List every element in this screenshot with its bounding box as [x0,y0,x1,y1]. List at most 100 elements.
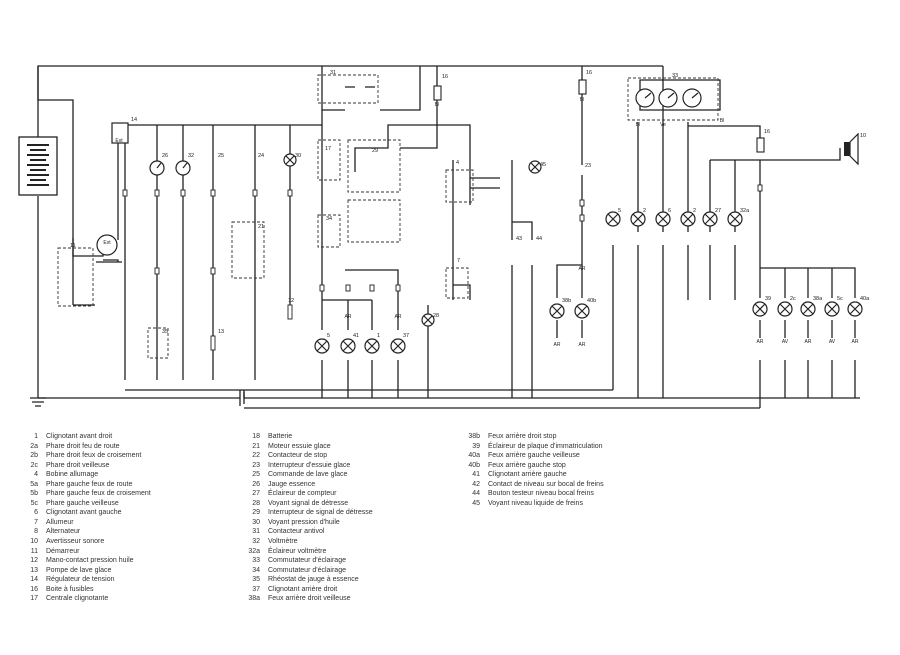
legend-item-number: 5b [30,490,38,498]
legend-item-number: 2a [30,442,38,450]
label-28: 28 [433,313,439,319]
legend-item-number: 5a [30,480,38,488]
lamp-1 [364,338,380,354]
label-30: 30 [295,153,301,159]
label-16b: 16 [586,70,592,76]
legend-item: 26 Jauge essence [242,480,457,490]
label-13: 13 [218,329,224,335]
label-r5c: 5c [837,296,843,302]
legend-item-number: 14 [30,576,38,584]
legend-item-number: 27 [252,490,260,498]
legend-item-text: Commande de lave glace [268,471,348,479]
label-lamp-1: 1 [377,333,380,339]
lamp-37 [390,338,406,354]
legend-item-text: Voyant niveau liquide de freins [488,499,583,507]
legend-item-text: Contacteur antivol [268,528,325,536]
lamp-h32a [727,211,743,227]
legend-item: 16 Boite à fusibles [20,585,235,595]
wire-code-bl4: Bl [720,118,724,124]
label-31: 31 [330,70,336,76]
legend-item-text: Boite à fusibles [46,585,94,593]
legend-item-text: Jauge essence [268,480,316,488]
wire-code-bl3: Bl [636,122,640,128]
lamp-h2a [630,211,646,227]
label-h32a: 32a [740,208,750,214]
legend-item-number: 33 [252,557,260,565]
label-lamp-5: 5 [327,333,330,339]
legend-item-text: Rhéostat de jauge à essence [268,576,359,584]
connectors [122,184,763,351]
wiring-diagram: 31 16 16 33 16 10 14 26 32 25 24 30 17 2… [18,65,870,409]
label-lamp-40b: 40b [587,298,596,304]
legend-item-number: 38b [468,433,480,440]
label-h2a: 2 [643,208,646,214]
legend-item-number: 12 [30,557,38,565]
legend-item-text: Phare droit veilleuse [46,461,110,469]
lamp-40b [574,303,590,319]
legend-item-text: Interrupteur d'essuie glace [268,461,351,469]
legend-item-number: 44 [472,490,480,498]
label-h27: 27 [715,208,721,214]
legend-item-number: 26 [252,480,260,488]
label-16c: 16 [764,129,770,135]
legend-item-text: Batterie [268,433,293,440]
label-7: 7 [457,258,460,264]
legend-item-text: Éclaireur de plaque d'immatriculation [488,442,603,450]
lamp-h5a [605,211,621,227]
wire-code-ext2: Ext [103,240,111,246]
legend-item-number: 29 [252,509,260,517]
wires [30,65,860,409]
legend-item-number: 32a [248,547,260,555]
label-r38a: 38a [813,296,823,302]
wire-code-ar2: AR [395,314,402,320]
legend-item-number: 18 [252,433,260,440]
legend-item-text: Phare gauche veilleuse [46,499,119,507]
legend-item-text: Clignotant avant gauche [46,509,122,517]
wire-code-ar6: AR [757,339,764,345]
legend-item-text: Démarreur [46,547,80,555]
legend-item-number: 1 [34,433,38,440]
legend-item-number: 22 [252,452,260,460]
legend-item-number: 31 [252,528,260,536]
label-lamp-41: 41 [353,333,359,339]
legend-item: 5b Phare gauche feux de croisement [20,489,235,499]
legend-item-text: Phare gauche feux de croisement [46,490,151,498]
lamp-38b [549,303,565,319]
legend-item-number: 34 [252,566,260,574]
wire-code-av1: AV [782,339,789,345]
legend-item-text: Feux arrière gauche veilleuse [488,452,580,460]
legend-item-number: 41 [472,471,480,479]
legend-item-number: 16 [30,585,38,593]
lamp-h2 [680,211,696,227]
legend-item-number: 32 [252,538,260,546]
horn-icon [844,132,859,166]
label-h2: 2 [693,208,696,214]
label-4: 4 [456,160,459,166]
label-11: 11 [70,243,76,249]
label-r39: 39 [765,296,771,302]
legend-item: 31 Contacteur antivol [242,527,457,537]
lamp-41 [340,338,356,354]
label-lamp-37: 37 [403,333,409,339]
label-14: 14 [131,117,137,123]
label-43: 43 [516,236,522,242]
label-35: 35 [162,329,168,335]
wire-code-ar8: AR [852,339,859,345]
